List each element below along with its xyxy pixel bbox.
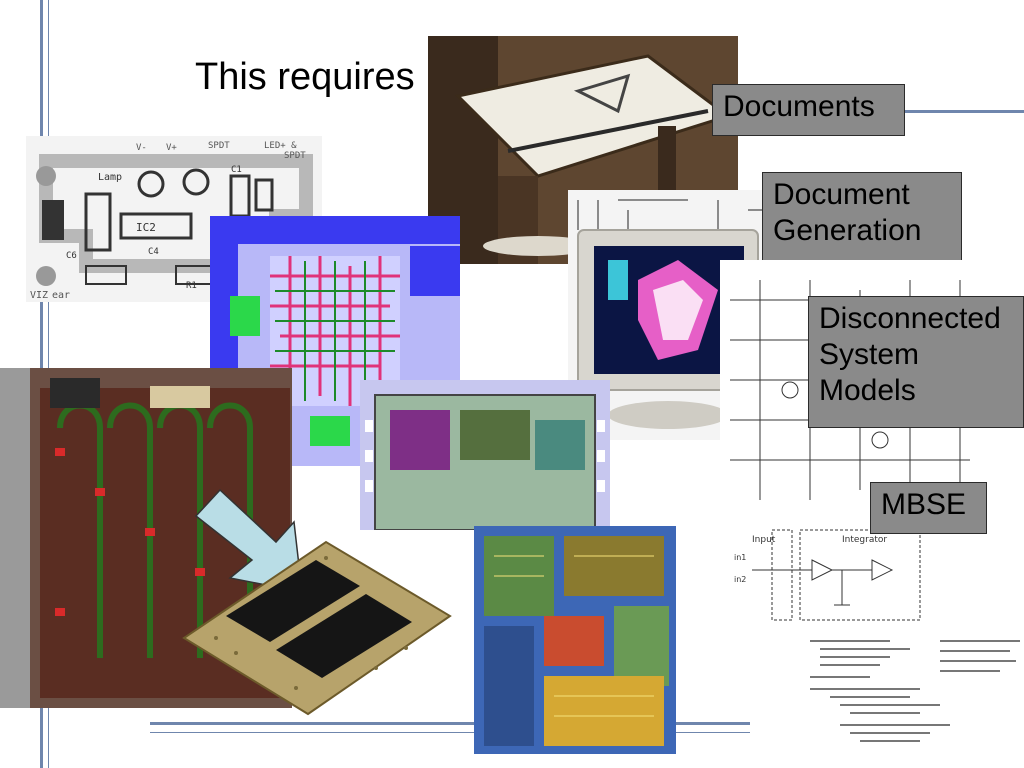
block-integrator-label: Integrator [842,535,887,545]
pcb-label-spdt2: SPDT [284,151,306,161]
documents-label: Documents [712,84,905,136]
disconnected-line2: System [819,338,920,371]
pcb-label-vminus: V- [136,143,147,153]
document-generation-line1: Document [773,178,910,211]
block-input-label: Input [752,535,776,545]
processor-package-photo [176,538,456,718]
pcb-label-c1: C1 [231,165,242,175]
pcb-label-r1: R1 [186,281,197,291]
block-diagram-image: Input Integrator in1 in2 [732,520,932,630]
pcb-label-c4: C4 [148,247,159,257]
block-in2-label: in2 [734,575,746,584]
block-in1-label: in1 [734,553,746,562]
pcb-label-spdt: SPDT [208,141,230,151]
pcb-label-lamp: Lamp [98,172,122,183]
vhdl-code-fragment [800,630,1024,768]
document-generation-label: Document Generation [762,172,962,264]
pointer-arrow [190,486,320,596]
slide-title: This requires [195,56,415,98]
cpu-die-micrograph [474,526,676,754]
chip-layout-image [360,380,610,530]
pcb-label-c6: C6 [66,251,77,261]
pcb-label-vplus: V+ [166,143,177,153]
pcb-label-ic2: IC2 [136,221,156,234]
pcb-label-ear: ear [52,290,70,301]
pcb-label-viz: VIZ [30,290,48,301]
slide-bottom-rule [150,722,750,725]
slide-top-rule [900,110,1024,113]
disconnected-system-models-label: Disconnected System Models [808,296,1024,428]
mbse-label: MBSE [870,482,987,534]
slide-bottom-rule-2 [150,732,750,733]
disconnected-line1: Disconnected [819,302,1001,335]
pcb-label-led: LED+ & [264,141,297,151]
disconnected-line3: Models [819,374,916,407]
document-generation-line2: Generation [773,214,922,247]
